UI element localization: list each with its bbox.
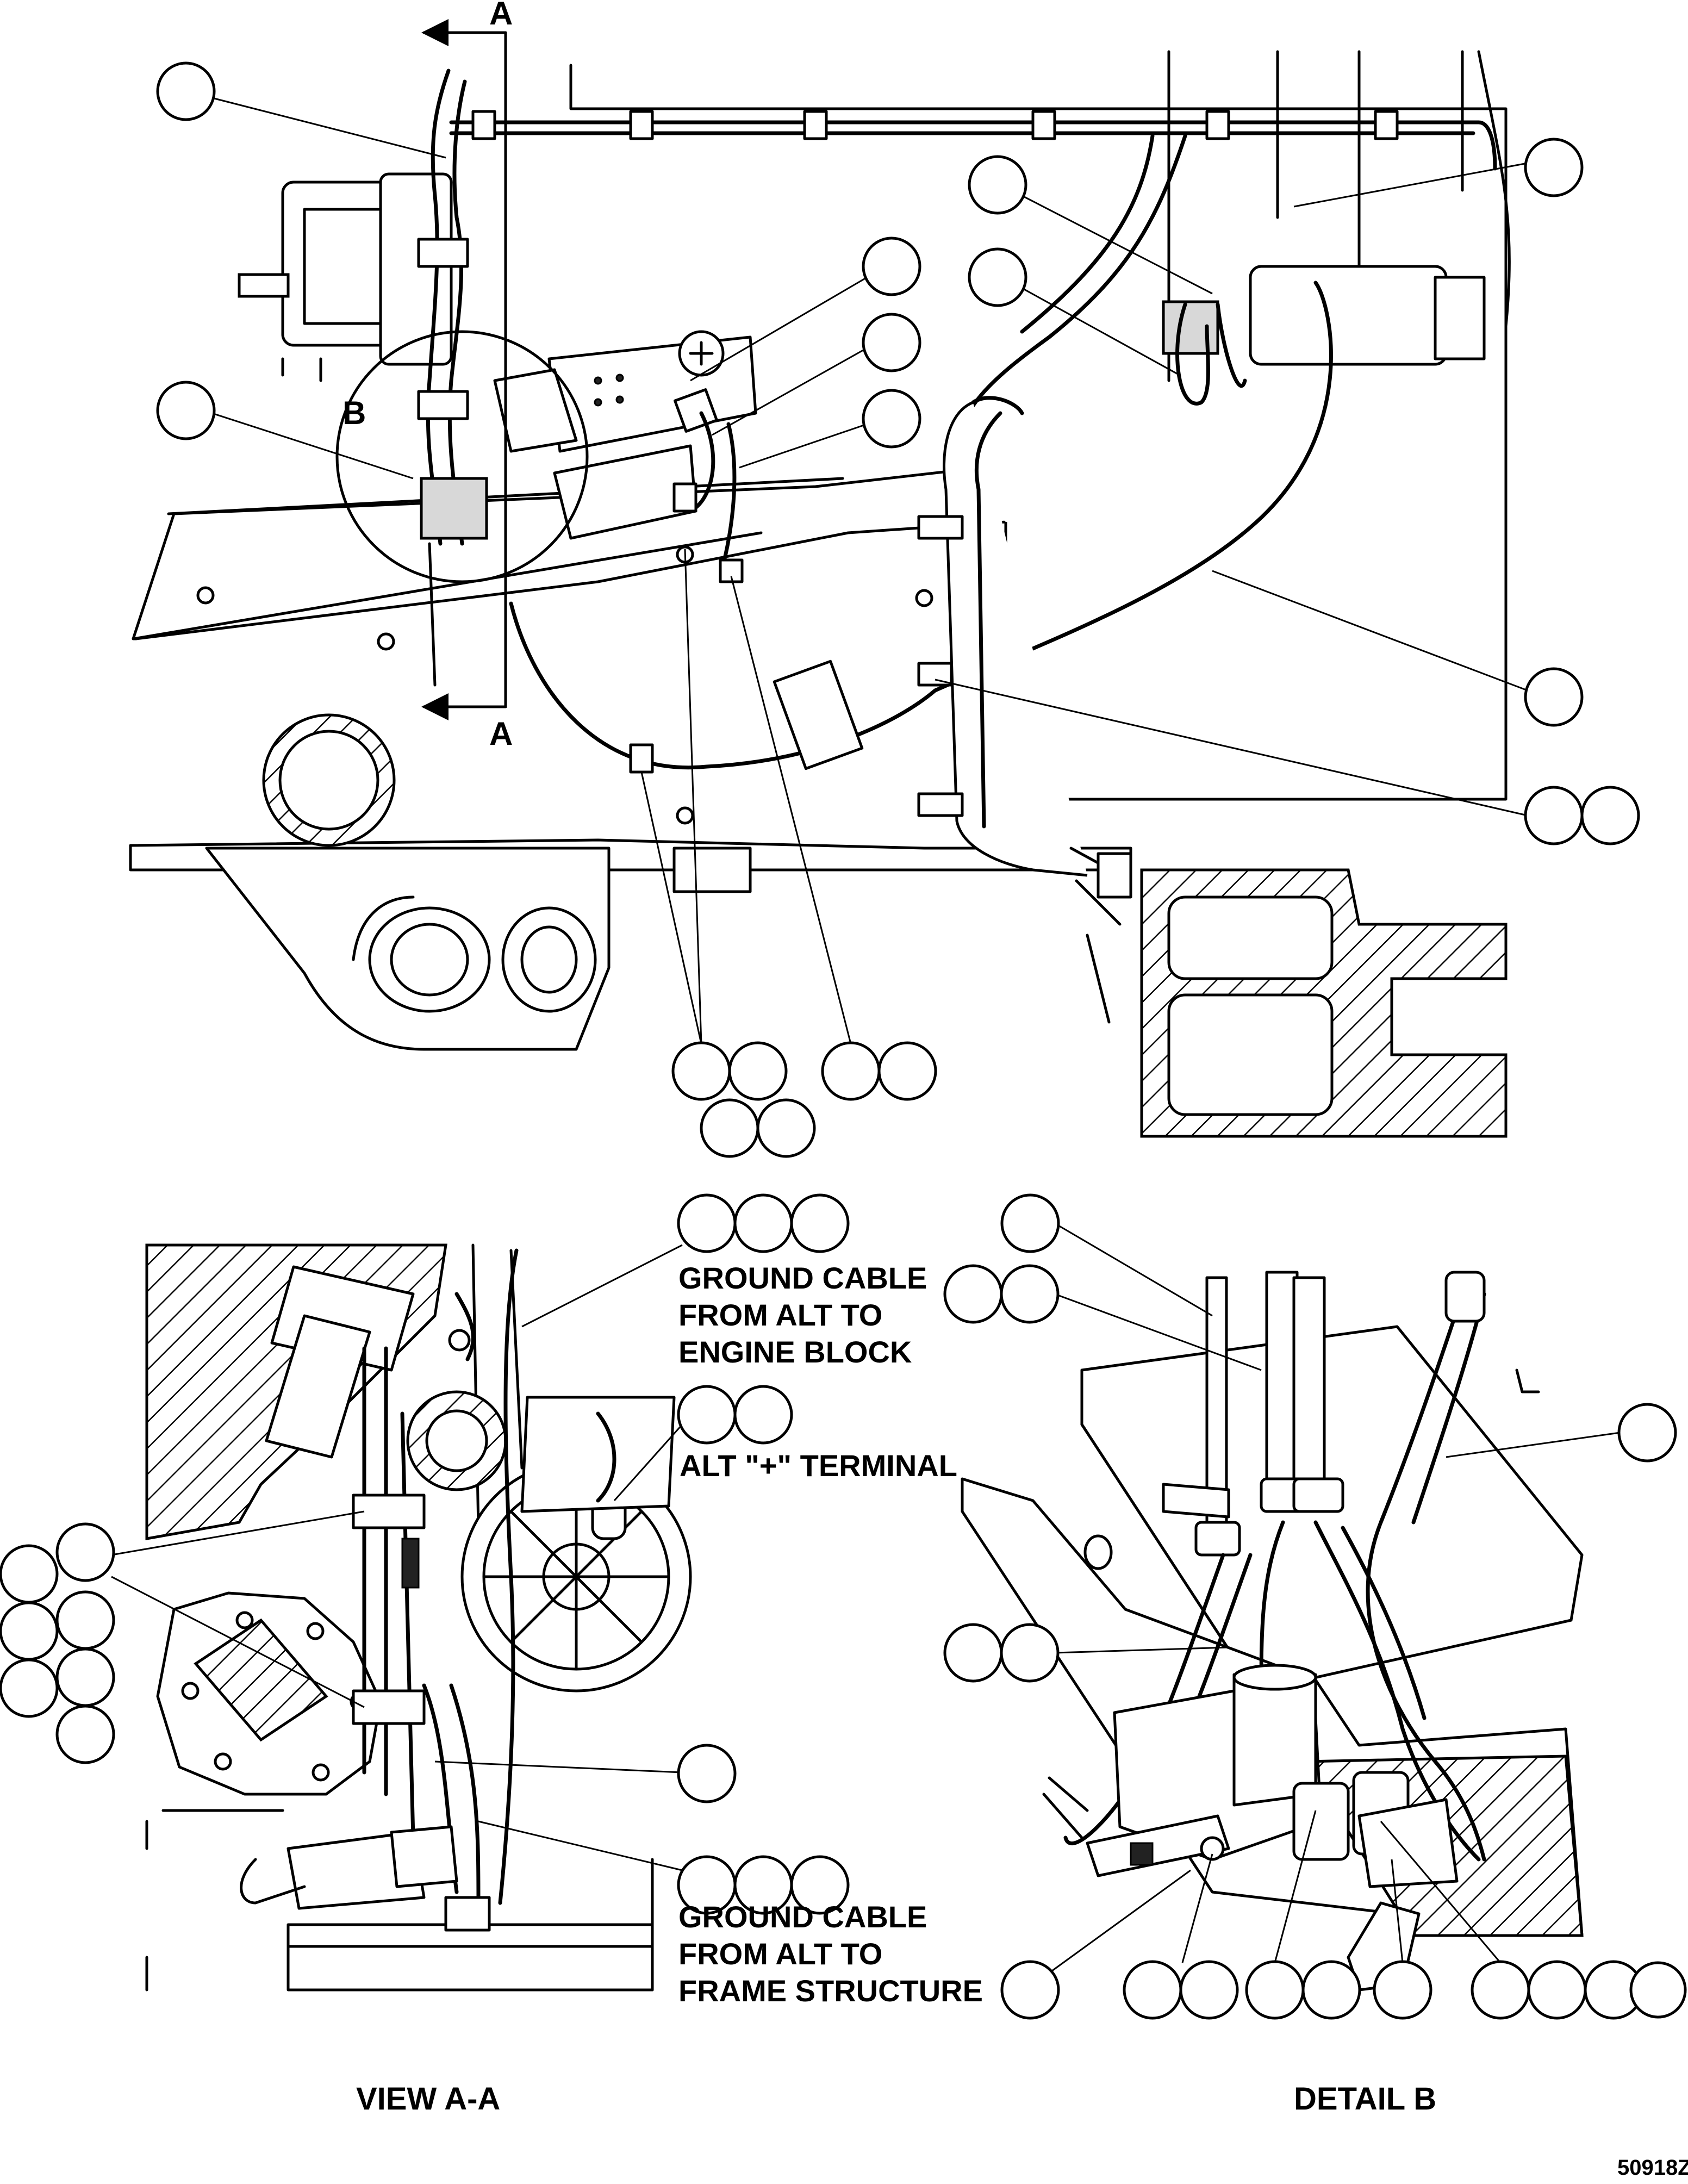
callout-balloon	[1000, 1960, 1060, 2020]
callout-balloon	[1629, 1961, 1687, 2019]
callout-balloon	[1617, 1403, 1677, 1463]
callout-balloon	[0, 1658, 59, 1718]
callout-balloon	[1527, 1960, 1587, 2020]
view-a-a	[145, 1243, 692, 1992]
callout-balloon	[55, 1704, 115, 1764]
callout-balloon	[677, 1193, 737, 1253]
callout-balloon	[968, 155, 1027, 215]
callout-balloon	[1123, 1960, 1182, 2020]
callout-balloon	[728, 1041, 788, 1101]
figure-number: 50918Z	[1617, 2156, 1688, 2180]
callout-balloon	[756, 1098, 816, 1158]
section-label-bottom: A	[489, 715, 513, 752]
conduit	[917, 396, 1132, 1024]
callout-balloon	[790, 1193, 850, 1253]
note-line: FROM ALT TO	[678, 1937, 882, 1971]
callout-balloon	[862, 237, 921, 296]
callout-balloon	[156, 61, 216, 121]
callout-balloon	[671, 1041, 731, 1101]
callout-balloon	[55, 1522, 115, 1582]
callout-balloon	[1000, 1264, 1060, 1324]
callouts-main	[156, 61, 1640, 1158]
callout-balloon	[862, 313, 921, 372]
callout-balloon	[943, 1264, 1003, 1324]
note-line: FROM ALT TO	[678, 1298, 882, 1332]
callout-balloon	[1373, 1960, 1432, 2020]
section-line-a-a: A A B	[342, 0, 513, 752]
detail-b	[961, 1271, 1584, 1992]
callout-balloon	[1524, 138, 1584, 197]
callout-balloon	[1000, 1623, 1060, 1683]
alternator-harness	[417, 69, 488, 687]
callout-balloon	[1524, 786, 1584, 845]
callout-balloon	[1000, 1193, 1060, 1253]
detail-b-label: B	[342, 395, 366, 431]
callout-balloon	[877, 1041, 937, 1101]
note-line: ENGINE BLOCK	[678, 1335, 912, 1369]
callout-balloon	[733, 1193, 793, 1253]
callout-balloon	[968, 247, 1027, 307]
callout-balloon	[1580, 786, 1640, 845]
frame-holes	[196, 545, 933, 825]
callout-balloon	[55, 1590, 115, 1650]
detail-b-circle	[335, 330, 589, 583]
callout-balloon	[1179, 1960, 1239, 2020]
note-alt-terminal: ALT "+" TERMINAL	[680, 1448, 957, 1483]
note-ground-engine: GROUND CABLE FROM ALT TO ENGINE BLOCK	[678, 1261, 927, 1369]
box-beam-section	[1140, 868, 1508, 1138]
callouts-detail-b	[943, 1193, 1687, 2020]
callout-balloon	[862, 389, 921, 449]
callout-balloon	[790, 1855, 850, 1915]
top-harness	[449, 110, 1497, 171]
callout-balloon	[1245, 1960, 1305, 2020]
note-line: GROUND CABLE	[678, 1900, 927, 1934]
note-ground-frame: GROUND CABLE FROM ALT TO FRAME STRUCTURE	[678, 1900, 983, 2008]
callout-balloon	[733, 1385, 793, 1445]
callout-balloon	[821, 1041, 881, 1101]
box-cables	[672, 411, 744, 583]
callout-balloon	[943, 1623, 1003, 1683]
view-title-a-a: VIEW A-A	[356, 2081, 500, 2117]
view-title-detail-b: DETAIL B	[1294, 2081, 1436, 2117]
note-line: FRAME STRUCTURE	[678, 1974, 983, 2008]
callout-balloon	[677, 1385, 737, 1445]
note-line: GROUND CABLE	[678, 1261, 927, 1295]
main-view: A A B	[129, 0, 1511, 1138]
callout-balloon	[0, 1601, 59, 1661]
callout-balloon	[1301, 1960, 1361, 2020]
callout-balloon	[700, 1098, 759, 1158]
callout-balloon	[0, 1544, 59, 1604]
callout-balloon	[1471, 1960, 1530, 2020]
callout-balloon	[55, 1647, 115, 1707]
callout-balloon	[677, 1744, 737, 1803]
callouts-view-a-a	[0, 1193, 850, 1915]
starter-solenoid	[1162, 265, 1486, 406]
callout-balloon	[1524, 667, 1584, 727]
alternator	[238, 172, 453, 382]
tube-section	[262, 713, 396, 847]
callout-balloon	[156, 381, 216, 440]
section-label-top: A	[489, 0, 513, 32]
